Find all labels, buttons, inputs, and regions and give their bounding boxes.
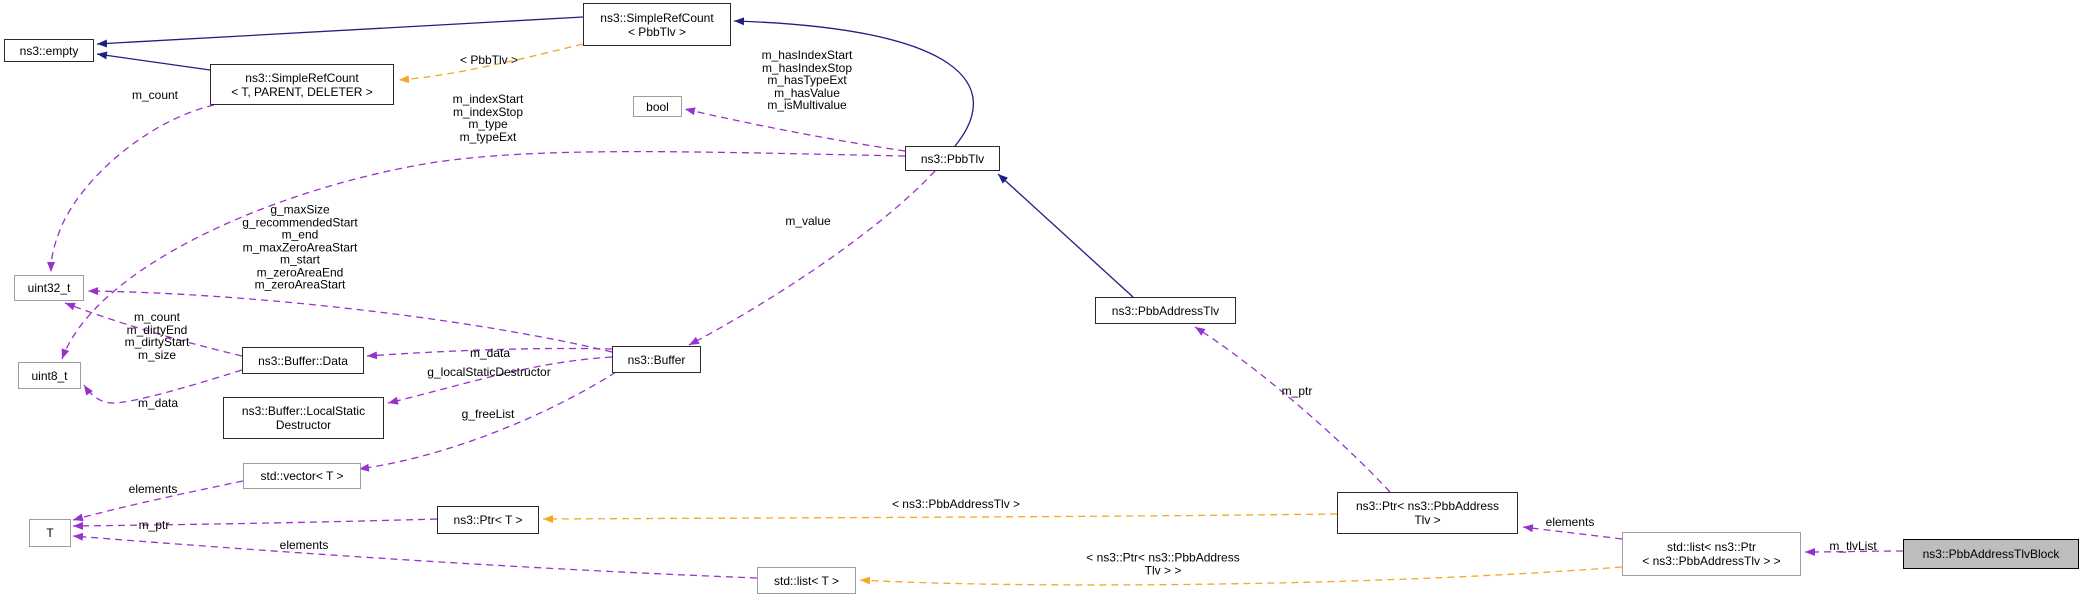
edge-label-m-ptr: m_ptr bbox=[138, 517, 170, 532]
template-edges bbox=[398, 43, 1623, 586]
edge-ptr-t-uses-t bbox=[72, 518, 438, 530]
edge-block-uses-list-pbb bbox=[1804, 547, 1904, 556]
edge-label-elements-vector: elements bbox=[128, 481, 178, 496]
usage-edges bbox=[47, 104, 1904, 579]
edge-buffer-uses-uint32 bbox=[87, 287, 613, 353]
node-std-vector-t: std::vector< T > bbox=[243, 463, 361, 489]
edge-label-elements-list-t: elements bbox=[279, 537, 329, 552]
edge-pbbtlv-uses-bool bbox=[684, 107, 906, 152]
edge-label-buffer-m-data: m_data bbox=[469, 345, 511, 360]
edge-simplerefcount-pbbtlv-inherits-empty bbox=[96, 16, 584, 48]
node-simplerefcount-pbbtlv[interactable]: ns3::SimpleRefCount < PbbTlv > bbox=[583, 3, 731, 46]
edge-ptr-pbbaddresstlv-template-of-ptr-t bbox=[542, 513, 1338, 523]
edge-buffer-uses-buffer-data bbox=[366, 347, 613, 360]
edge-label-g-freelist: g_freeList bbox=[461, 406, 515, 421]
edge-label-m-ptr-addr: m_ptr bbox=[1281, 383, 1313, 398]
edge-label-index-fields: m_indexStart m_indexStop m_type m_typeEx… bbox=[452, 92, 524, 144]
node-uint32-t: uint32_t bbox=[14, 275, 84, 301]
node-std-list-t: std::list< T > bbox=[757, 567, 856, 594]
edge-label-has-flags: m_hasIndexStart m_hasIndexStop m_hasType… bbox=[761, 47, 853, 112]
edge-label-g-localstaticdestructor: g_localStaticDestructor bbox=[427, 364, 551, 379]
edge-pbbtlv-uses-uint8 bbox=[61, 150, 906, 360]
node-simplerefcount-t[interactable]: ns3::SimpleRefCount < T, PARENT, DELETER… bbox=[210, 64, 394, 105]
edge-list-t-uses-t bbox=[72, 532, 758, 579]
node-ns3-ptr-t[interactable]: ns3::Ptr< T > bbox=[437, 506, 539, 534]
edge-label-m-count: m_count bbox=[131, 87, 179, 102]
edge-pbbtlv-uses-buffer bbox=[688, 170, 936, 346]
edge-label-elements-addr: elements bbox=[1545, 514, 1595, 529]
edge-buffer-uses-localstatic-destructor bbox=[387, 356, 613, 405]
node-ns3-pbbtlv[interactable]: ns3::PbbTlv bbox=[905, 146, 1000, 171]
node-buffer-data[interactable]: ns3::Buffer::Data bbox=[242, 347, 364, 374]
edge-simplerefcount-t-inherits-empty bbox=[96, 51, 211, 71]
node-ns3-buffer[interactable]: ns3::Buffer bbox=[612, 346, 701, 373]
edge-buffer-data-uses-uint32 bbox=[64, 302, 243, 357]
edge-label-m-tlvlist: m_tlvList bbox=[1829, 538, 1877, 553]
node-ns3-pbbaddresstlv[interactable]: ns3::PbbAddressTlv bbox=[1095, 297, 1236, 324]
node-bool: bool bbox=[633, 96, 682, 117]
edge-ptr-pbbaddresstlv-uses-pbbaddresstlv bbox=[1194, 326, 1391, 493]
edge-label-data-m-data: m_data bbox=[137, 395, 179, 410]
node-uint8-t: uint8_t bbox=[18, 362, 81, 389]
node-ns3-ptr-pbbaddresstlv[interactable]: ns3::Ptr< ns3::PbbAddress Tlv > bbox=[1337, 492, 1518, 534]
node-buffer-localstatic-destructor[interactable]: ns3::Buffer::LocalStatic Destructor bbox=[223, 397, 384, 439]
edge-label-buffer-uint32-fields: g_maxSize g_recommendedStart m_end m_max… bbox=[242, 202, 358, 292]
edge-label-data-uint32-fields: m_count m_dirtyEnd m_dirtyStart m_size bbox=[124, 310, 190, 362]
edge-list-pbb-uses-ptr-pbbaddresstlv bbox=[1522, 524, 1623, 540]
edge-label-template-pbbaddresstlv: < ns3::PbbAddressTlv > bbox=[891, 496, 1021, 511]
edge-buffer-data-uses-uint8 bbox=[83, 369, 243, 404]
edge-list-pbb-template-of-list-t bbox=[859, 566, 1623, 586]
node-t: T bbox=[29, 519, 71, 547]
node-ns3-pbbaddresstlvblock: ns3::PbbAddressTlvBlock bbox=[1903, 539, 2079, 569]
node-ns3-empty[interactable]: ns3::empty bbox=[4, 39, 94, 62]
inheritance-edges bbox=[96, 16, 1134, 298]
edge-label-m-value: m_value bbox=[785, 213, 831, 228]
edge-pbbtlv-inherits-simplerefcount-pbbtlv bbox=[733, 17, 974, 147]
node-std-list-ptr-pbbaddresstlv: std::list< ns3::Ptr < ns3::PbbAddressTlv… bbox=[1622, 532, 1801, 576]
edge-pbbaddresstlv-inherits-pbbtlv bbox=[997, 173, 1134, 298]
edge-label-template-ptr-pbbaddresstlv: < ns3::Ptr< ns3::PbbAddress Tlv > > bbox=[1086, 550, 1240, 577]
edge-simplerefcount-t-uses-uint32 bbox=[47, 104, 215, 273]
edge-simplerefcount-pbbtlv-template-of-simplerefcount-t bbox=[398, 43, 584, 84]
edge-vector-uses-t bbox=[72, 480, 244, 522]
edge-buffer-uses-vector bbox=[358, 371, 617, 472]
edge-label-template-pbbtlv: < PbbTlv > bbox=[459, 52, 519, 67]
